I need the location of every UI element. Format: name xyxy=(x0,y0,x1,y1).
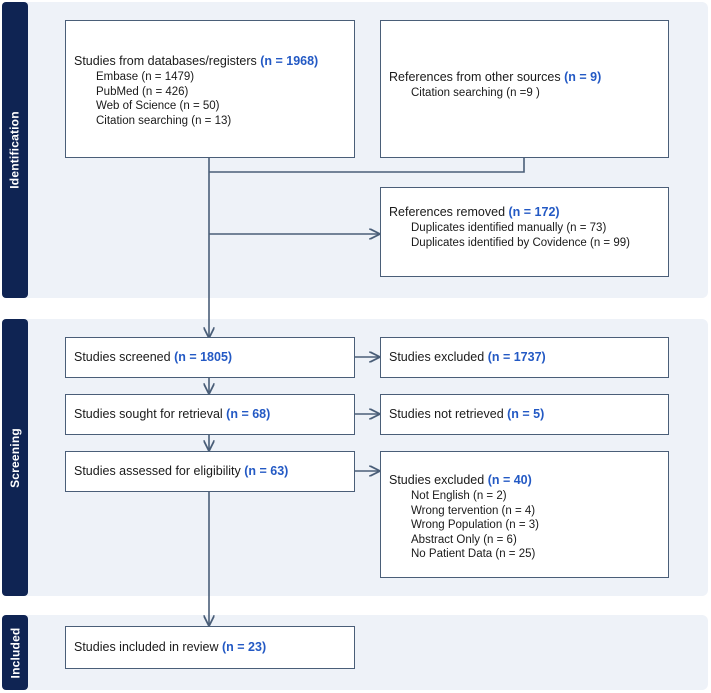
identification-label: Identification xyxy=(2,2,28,298)
other-sources-box: References from other sources (n = 9) Ci… xyxy=(380,20,669,158)
screened-title: Studies screened (n = 1805) xyxy=(74,350,233,364)
databases-title: Studies from databases/registers (n = 19… xyxy=(74,54,319,68)
list-item: Abstract Only (n = 6) xyxy=(411,533,517,546)
included-review-title: Studies included in review (n = 23) xyxy=(74,640,267,654)
list-item: Web of Science (n = 50) xyxy=(96,100,220,112)
list-item: Citation searching (n = 13) xyxy=(96,114,232,127)
assessed-box: Studies assessed for eligibility (n = 63… xyxy=(65,451,355,492)
list-item: Citation searching (n =9 ) xyxy=(411,87,540,99)
assessed-title: Studies assessed for eligibility (n = 63… xyxy=(74,464,289,478)
sought-title: Studies sought for retrieval (n = 68) xyxy=(74,407,271,421)
excluded-eligibility-box: Studies excluded (n = 40) Not English (n… xyxy=(380,451,669,578)
screened-box: Studies screened (n = 1805) xyxy=(65,337,355,378)
excluded-screen-box: Studies excluded (n = 1737) xyxy=(380,337,669,378)
list-item: Not English (n = 2) xyxy=(411,490,507,502)
excluded-eligibility-title: Studies excluded (n = 40) xyxy=(389,473,532,487)
removed-title: References removed (n = 172) xyxy=(389,205,560,219)
excluded-eligibility-list: Not English (n = 2) Wrong tervention (n … xyxy=(389,489,660,562)
list-item: Duplicates identified manually (n = 73) xyxy=(411,222,607,234)
included-label: Included xyxy=(2,615,28,690)
sought-box: Studies sought for retrieval (n = 68) xyxy=(65,394,355,435)
not-retrieved-box: Studies not retrieved (n = 5) xyxy=(380,394,669,435)
list-item: Duplicates identified by Covidence (n = … xyxy=(411,236,630,249)
not-retrieved-title: Studies not retrieved (n = 5) xyxy=(389,407,545,421)
list-item: No Patient Data (n = 25) xyxy=(411,548,536,560)
included-review-box: Studies included in review (n = 23) xyxy=(65,626,355,669)
list-item: PubMed (n = 426) xyxy=(96,85,189,98)
list-item: Wrong Population (n = 3) xyxy=(411,519,539,531)
other-sources-list: Citation searching (n =9 ) xyxy=(389,86,660,101)
excluded-screen-title: Studies excluded (n = 1737) xyxy=(389,350,546,364)
removed-list: Duplicates identified manually (n = 73) … xyxy=(389,221,660,250)
other-sources-title: References from other sources (n = 9) xyxy=(389,70,602,84)
list-item: Embase (n = 1479) xyxy=(96,71,195,83)
removed-box: References removed (n = 172) Duplicates … xyxy=(380,187,669,277)
list-item: Wrong tervention (n = 4) xyxy=(411,504,536,517)
connector-other-sources-join xyxy=(209,158,525,173)
databases-box: Studies from databases/registers (n = 19… xyxy=(65,20,355,158)
databases-list: Embase (n = 1479) PubMed (n = 426) Web o… xyxy=(74,70,346,128)
screening-label: Screening xyxy=(2,319,28,596)
